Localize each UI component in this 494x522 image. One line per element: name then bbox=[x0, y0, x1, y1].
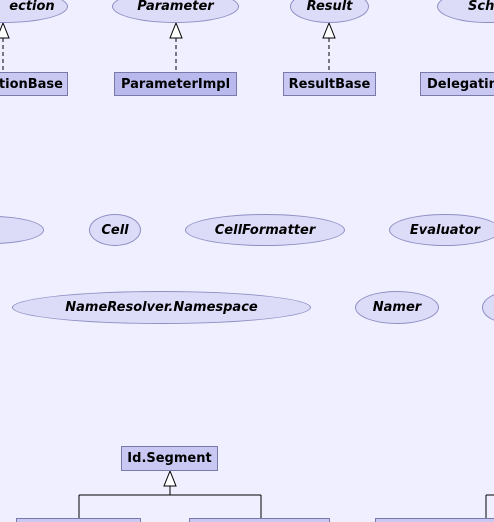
interface-result-label: Result bbox=[306, 0, 353, 14]
interface-name-resolver-namespace-label: NameResolver.Namespace bbox=[65, 300, 258, 315]
class-collection-base-label: ctionBase bbox=[0, 76, 63, 92]
class-result-base-label: ResultBase bbox=[288, 76, 371, 92]
interface-namer-label: Namer bbox=[372, 300, 422, 315]
interface-cell-formatter[interactable]: CellFormatter bbox=[185, 214, 345, 246]
class-subclass-3[interactable] bbox=[375, 518, 494, 522]
interface-name-resolver-namespace[interactable]: NameResolver.Namespace bbox=[12, 291, 311, 324]
class-subclass-1[interactable] bbox=[16, 518, 141, 522]
class-id-segment[interactable]: Id.Segment bbox=[121, 446, 218, 471]
class-result-base[interactable]: ResultBase bbox=[283, 72, 376, 96]
interface-schema-label: Sch bbox=[468, 0, 494, 14]
class-parameter-impl-label: ParameterImpl bbox=[120, 76, 231, 92]
class-parameter-impl[interactable]: ParameterImpl bbox=[114, 72, 237, 96]
class-id-segment-label: Id.Segment bbox=[127, 451, 212, 466]
realization-result bbox=[322, 21, 336, 72]
interface-cell-formatter-label: CellFormatter bbox=[214, 222, 316, 238]
class-delegating-label: Delegatin bbox=[427, 76, 494, 92]
interface-parameter-label: Parameter bbox=[137, 0, 214, 14]
class-subclass-2[interactable] bbox=[189, 518, 330, 522]
class-collection-base[interactable]: ctionBase bbox=[0, 72, 68, 96]
realization-parameter bbox=[169, 21, 183, 72]
interface-collection-label: ection bbox=[9, 0, 55, 14]
class-delegating[interactable]: Delegatin bbox=[420, 72, 494, 96]
interface-evaluator[interactable]: Evaluator bbox=[389, 214, 494, 246]
interface-cell[interactable]: Cell bbox=[89, 214, 141, 246]
realization-collection bbox=[0, 21, 10, 72]
interface-evaluator-label: Evaluator bbox=[409, 222, 481, 238]
interface-cell-label: Cell bbox=[101, 222, 129, 238]
generalization-id-segment bbox=[78, 469, 494, 522]
interface-namer[interactable]: Namer bbox=[355, 291, 439, 324]
